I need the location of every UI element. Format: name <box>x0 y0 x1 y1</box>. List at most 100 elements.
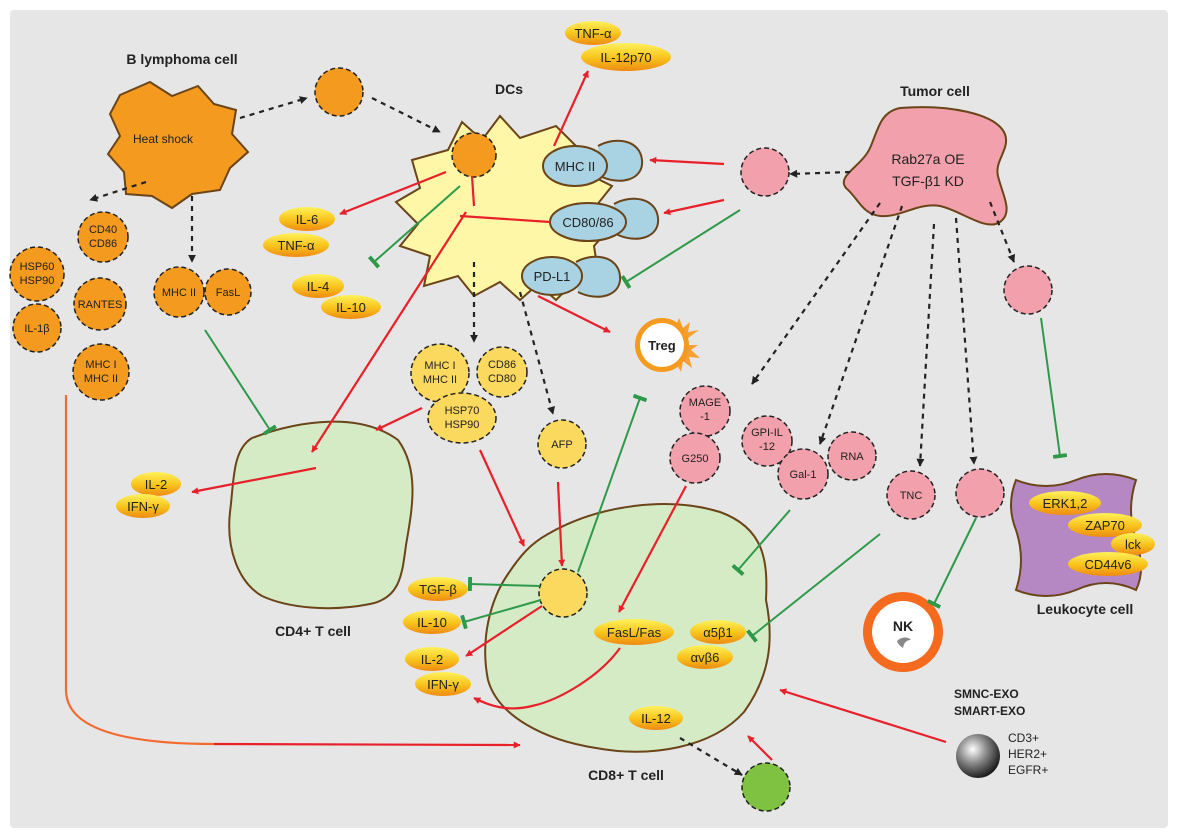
svg-text:ZAP70: ZAP70 <box>1085 518 1125 533</box>
tumor-exo-g250: G250 <box>669 432 721 484</box>
leukocyte-cell-title: Leukocyte cell <box>1037 601 1134 617</box>
svg-text:α5β1: α5β1 <box>703 625 732 640</box>
tumor-exo-gpi-il12: GPI-IL -12 <box>741 415 793 467</box>
cytokine-il2-cd4: IL-2 <box>131 472 181 496</box>
tumor-exo-vesicle-dc <box>740 147 790 197</box>
treg-cell: Treg <box>635 318 700 372</box>
heat-shock-label: Heat shock <box>133 132 194 146</box>
nk-cell: NK <box>863 592 943 672</box>
tumor-exo-gal1: Gal-1 <box>777 448 829 500</box>
cytokine-il12: IL-12 <box>629 706 683 730</box>
svg-text:G250: G250 <box>682 453 709 465</box>
cytokine-il10-cd8: IL-10 <box>403 610 461 634</box>
tumor-cell <box>842 106 1008 226</box>
tumor-exo-nk-vesicle <box>955 468 1005 518</box>
cd4-t-cell-title: CD4+ T cell <box>275 623 351 639</box>
svg-text:MHC II: MHC II <box>162 287 196 299</box>
receptor-cd8086: CD80/86 <box>549 197 660 242</box>
svg-text:lck: lck <box>1125 537 1141 552</box>
svg-text:IL-12: IL-12 <box>641 711 671 726</box>
svg-text:IL-1β: IL-1β <box>24 323 49 335</box>
leukocyte-erk: ERK1,2 <box>1029 491 1101 515</box>
b-exo-cd40-cd86: CD40 CD86 <box>77 211 129 263</box>
svg-text:IL-6: IL-6 <box>296 212 318 227</box>
svg-text:TNF-α: TNF-α <box>574 26 612 41</box>
tumor-exo-tnc: TNC <box>886 470 936 520</box>
dcs-title: DCs <box>495 81 523 97</box>
svg-text:αvβ6: αvβ6 <box>691 650 720 665</box>
svg-text:IL-4: IL-4 <box>307 279 329 294</box>
green-inhibition-lines <box>204 185 1068 643</box>
cytokine-tgfb: TGF-β <box>408 577 468 601</box>
svg-text:CD86: CD86 <box>488 359 516 371</box>
receptor-cd8086-label: CD80/86 <box>562 215 613 230</box>
svg-text:HSP70: HSP70 <box>445 405 480 417</box>
dc-exo-cd8-vesicle <box>538 568 588 618</box>
leukocyte-lck: lck <box>1111 533 1155 555</box>
svg-text:-12: -12 <box>759 441 775 453</box>
b-exo-mhc2: MHC II <box>153 266 205 318</box>
svg-text:MHC II: MHC II <box>84 373 118 385</box>
svg-text:ERK1,2: ERK1,2 <box>1043 496 1088 511</box>
svg-text:RNA: RNA <box>840 451 864 463</box>
svg-text:CD86: CD86 <box>89 238 117 250</box>
svg-text:TNC: TNC <box>900 490 923 502</box>
cytokine-fasl-fas: FasL/Fas <box>594 619 674 645</box>
svg-text:IL-10: IL-10 <box>336 300 366 315</box>
egfr-label: EGFR+ <box>1008 763 1048 777</box>
svg-text:Gal-1: Gal-1 <box>790 469 817 481</box>
tumor-cell-title: Tumor cell <box>900 83 970 99</box>
svg-text:MHC I: MHC I <box>85 359 116 371</box>
cytokine-il4: IL-4 <box>292 274 344 298</box>
dc-internal-vesicle <box>451 132 497 178</box>
svg-text:IL-2: IL-2 <box>421 652 443 667</box>
dc-exo-cd86-cd80: CD86 CD80 <box>476 346 528 398</box>
b-lymphoma-cell-title: B lymphoma cell <box>126 51 237 67</box>
b-exo-vesicle <box>314 67 364 117</box>
b-exo-rantes: RANTES <box>73 277 127 331</box>
cytokine-tnfa-mid: TNF-α <box>263 233 329 257</box>
svg-text:IL-2: IL-2 <box>145 477 167 492</box>
cytokine-il10-dc: IL-10 <box>321 295 381 319</box>
svg-text:IL-10: IL-10 <box>417 615 447 630</box>
receptor-pdl1-label: PD-L1 <box>534 269 571 284</box>
red-activation-arrows <box>191 70 947 761</box>
cytokine-il2-cd8: IL-2 <box>405 647 459 671</box>
svg-text:IFN-γ: IFN-γ <box>127 499 159 514</box>
svg-text:FasL/Fas: FasL/Fas <box>607 625 662 640</box>
svg-text:CD40: CD40 <box>89 224 117 236</box>
black-dashed-arrows <box>89 96 1016 776</box>
cytokine-ifng-cd8: IFN-γ <box>415 672 471 696</box>
cytokine-il12p70: IL-12p70 <box>581 43 671 71</box>
svg-text:MHC I: MHC I <box>424 360 455 372</box>
svg-text:MAGE: MAGE <box>689 397 721 409</box>
dc-exo-mhc1-mhc2: MHC I MHC II <box>410 343 470 403</box>
svg-text:AFP: AFP <box>551 439 572 451</box>
tgf-kd-label: TGF-β1 KD <box>892 173 964 189</box>
leukocyte-zap70: ZAP70 <box>1068 513 1142 537</box>
b-exo-il1b: IL-1β <box>12 303 62 353</box>
svg-text:RANTES: RANTES <box>78 299 123 311</box>
her2-label: HER2+ <box>1008 747 1047 761</box>
svg-text:FasL: FasL <box>216 287 240 299</box>
engineered-exosome <box>956 734 1000 778</box>
b-exo-fasl: FasL <box>204 268 252 316</box>
b-exo-hsp60-hsp90: HSP60 HSP90 <box>9 246 65 302</box>
svg-text:CD80: CD80 <box>488 373 516 385</box>
receptor-mhc2: MHC II <box>542 139 644 187</box>
dc-exo-afp: AFP <box>537 419 587 469</box>
cytokine-il6: IL-6 <box>279 207 335 231</box>
cytokine-tnfa-top: TNF-α <box>565 21 621 45</box>
svg-text:HSP90: HSP90 <box>445 419 480 431</box>
green-exosome <box>741 762 791 812</box>
receptor-pdl1: PD-L1 <box>521 255 622 298</box>
svg-text:HSP60: HSP60 <box>20 261 55 273</box>
integrin-avb6: αvβ6 <box>677 645 733 669</box>
leukocyte-cd44v6: CD44v6 <box>1068 552 1148 576</box>
cd8-t-cell-title: CD8+ T cell <box>588 767 664 783</box>
svg-text:CD44v6: CD44v6 <box>1085 557 1132 572</box>
cytokine-ifng-cd4: IFN-γ <box>116 494 170 518</box>
svg-text:TGF-β: TGF-β <box>419 582 457 597</box>
cd3-label: CD3+ <box>1008 731 1039 745</box>
